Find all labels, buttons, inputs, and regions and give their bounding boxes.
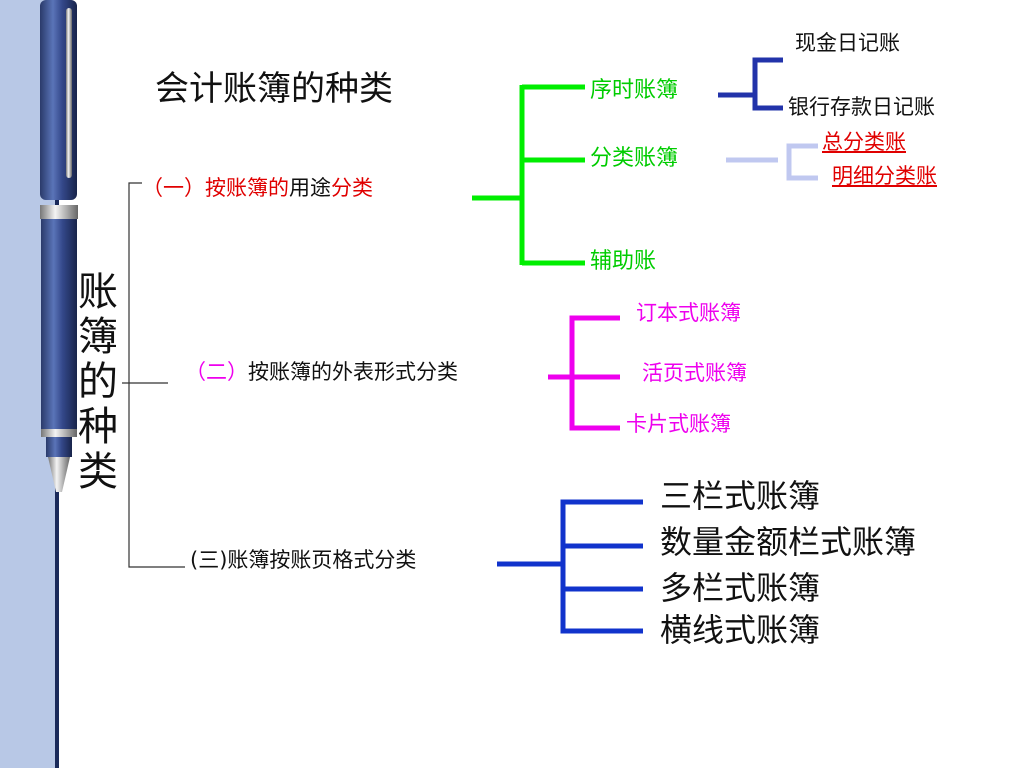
group2-prefix: （二） (185, 360, 248, 384)
ledger-item[interactable]: 明细分类账 (832, 164, 937, 188)
vertical-title: 账簿的种类 (78, 269, 118, 495)
group3-item: 多栏式账簿 (660, 569, 821, 607)
group2-item: 卡片式账簿 (626, 412, 731, 436)
pen-icon (40, 0, 78, 492)
ledger-item[interactable]: 总分类账 (822, 130, 906, 154)
page-title: 会计账簿的种类 (155, 69, 393, 109)
sequential-item: 现金日记账 (795, 31, 900, 55)
group1-item: 辅助账 (590, 249, 657, 274)
group2-text: 按账簿的外表形式分类 (248, 360, 458, 384)
sequential-item: 银行存款日记账 (788, 95, 935, 119)
group2-label: （二）按账簿的外表形式分类 (185, 362, 458, 383)
group3-item: 三栏式账簿 (660, 477, 821, 515)
group2-item: 订本式账簿 (636, 301, 741, 325)
group1-label: （一）按账簿的用途分类 (142, 178, 373, 199)
group1-item: 序时账簿 (590, 78, 679, 103)
group1-item: 分类账簿 (590, 146, 679, 171)
group1-suffix: 分类 (331, 176, 373, 200)
group1-red-part: 按账簿的 (205, 176, 289, 200)
group1-mid: 用途 (289, 176, 331, 200)
group3-item: 数量金额栏式账簿 (660, 523, 917, 561)
group3-item: 横线式账簿 (660, 611, 821, 649)
group3-label: (三)账簿按账页格式分类 (190, 548, 417, 572)
group2-item: 活页式账簿 (642, 361, 747, 385)
group1-prefix: （一） (142, 176, 205, 200)
